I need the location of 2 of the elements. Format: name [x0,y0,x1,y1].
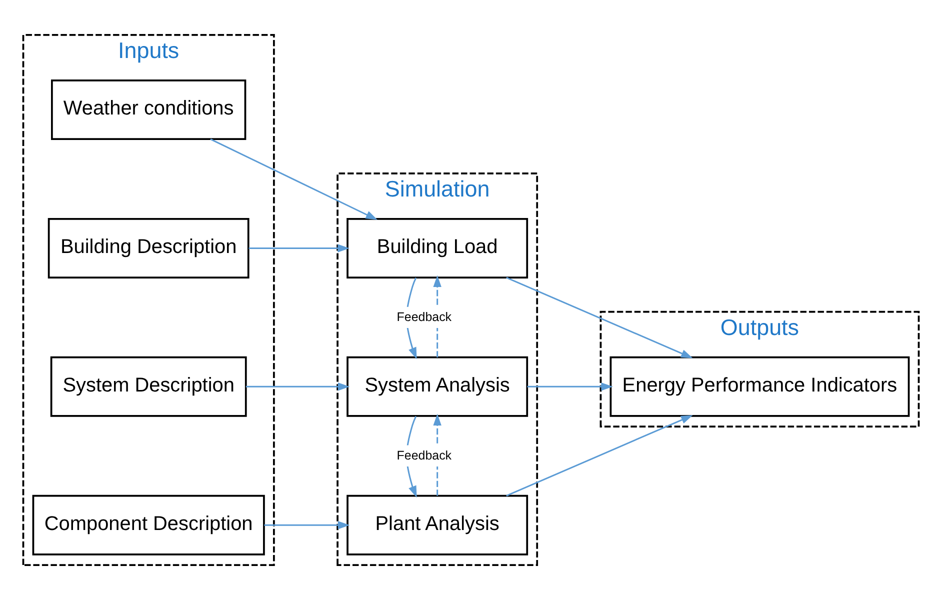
edge-label: Feedback [396,310,452,324]
edge-label: Feedback [396,448,452,462]
